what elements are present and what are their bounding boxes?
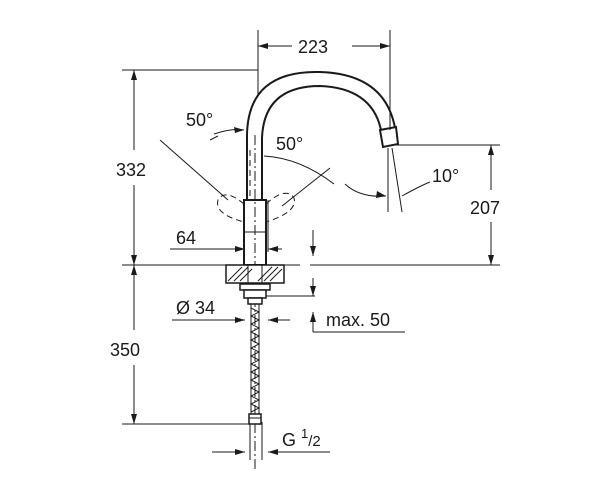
dimension-label-332: 332 — [116, 160, 146, 180]
dimension-center-marker — [310, 230, 316, 256]
angle-spout-tilt: 10° — [344, 147, 459, 213]
angle-label-10: 10° — [432, 166, 459, 186]
dimension-spout-reach: 223 — [257, 30, 391, 130]
dimension-lower-length: 350 — [110, 265, 255, 425]
angle-lever-right: 50° — [263, 134, 335, 207]
dimension-label-max-50: max. 50 — [326, 310, 390, 330]
dimension-max-thickness: max. 50 — [265, 278, 405, 333]
angle-label-left-50: 50° — [186, 110, 213, 130]
countertop-section — [225, 264, 285, 284]
dimension-label-diameter-34: Ø 34 — [176, 298, 215, 318]
hose-end-fitting — [248, 413, 262, 425]
dimension-spout-height: 207 — [310, 144, 500, 266]
dimension-handle-clearance: 64 — [170, 200, 282, 252]
faucet-spout — [246, 70, 400, 200]
dimension-label-64: 64 — [176, 228, 196, 248]
mounting-nut — [239, 283, 271, 305]
dimension-label-g-half: G 1/2 — [282, 426, 321, 450]
dimension-label-350: 350 — [110, 340, 140, 360]
lever-positions — [217, 150, 295, 223]
dimension-connection-thread: G 1/2 — [212, 422, 330, 460]
dimension-label-207: 207 — [470, 198, 500, 218]
dimension-shank-diameter: Ø 34 — [172, 298, 290, 323]
angle-label-right-50: 50° — [276, 134, 303, 154]
supply-hose — [249, 304, 261, 415]
dimension-label-223: 223 — [298, 37, 328, 57]
angle-lever-left: 50° — [159, 110, 245, 201]
dimension-total-height: 332 — [116, 69, 300, 266]
